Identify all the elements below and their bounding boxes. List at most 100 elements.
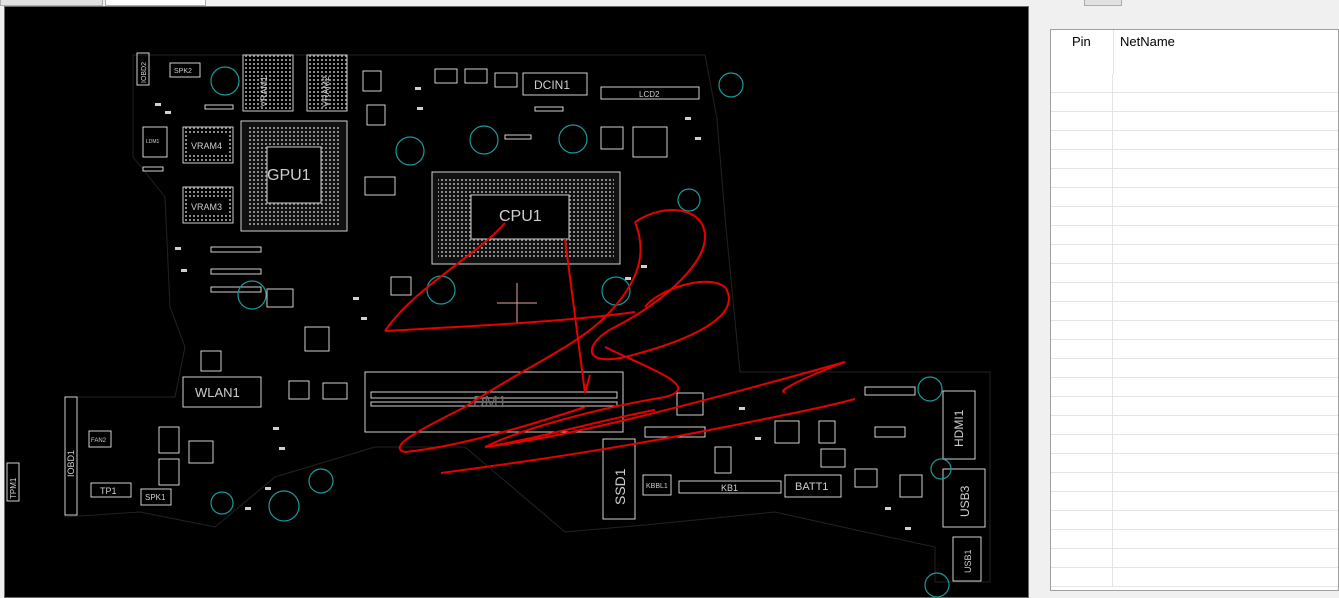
table-row[interactable] xyxy=(1051,359,1338,378)
batt-label: BATT1 xyxy=(795,481,828,493)
tp-label: TP1 xyxy=(100,486,117,496)
spk1-label: SPK1 xyxy=(145,493,166,502)
pin-cell[interactable] xyxy=(1051,150,1113,168)
net-panel: Pin NetName xyxy=(1038,0,1339,598)
table-row[interactable] xyxy=(1051,454,1338,473)
crosshair-cursor xyxy=(497,283,537,323)
vram1-label: VRAM1 xyxy=(259,76,269,107)
pin-cell[interactable] xyxy=(1051,226,1113,244)
table-row[interactable] xyxy=(1051,283,1338,302)
table-row[interactable] xyxy=(1051,511,1338,530)
pin-cell[interactable] xyxy=(1051,112,1113,130)
spk2-label: SPK2 xyxy=(174,68,192,75)
pin-cell[interactable] xyxy=(1051,207,1113,225)
table-row[interactable] xyxy=(1051,302,1338,321)
tab-net[interactable] xyxy=(1084,0,1122,6)
column-header-pin[interactable]: Pin xyxy=(1072,34,1091,49)
usb1-label: USB1 xyxy=(963,549,973,573)
pin-cell[interactable] xyxy=(1051,435,1113,453)
board-canvas[interactable]: GPU1 CPU1 VRAM4 VRAM3 VRAM1 VRAM2 xyxy=(5,7,1029,598)
table-row[interactable] xyxy=(1051,131,1338,150)
vram4-label: VRAM4 xyxy=(191,141,222,151)
kbbl-label: KBBL1 xyxy=(646,483,668,490)
table-row[interactable] xyxy=(1051,93,1338,112)
table-row[interactable] xyxy=(1051,207,1338,226)
tab-board-view[interactable] xyxy=(105,0,206,6)
table-row[interactable] xyxy=(1051,397,1338,416)
kb-label: KB1 xyxy=(721,483,738,493)
pin-cell[interactable] xyxy=(1051,93,1113,111)
table-row[interactable] xyxy=(1051,473,1338,492)
vram2-label: VRAM2 xyxy=(321,76,331,107)
gpu-component[interactable]: GPU1 xyxy=(240,120,348,232)
pin-cell[interactable] xyxy=(1051,549,1113,567)
pin-cell[interactable] xyxy=(1051,378,1113,396)
pin-cell[interactable] xyxy=(1051,397,1113,415)
table-row[interactable] xyxy=(1051,321,1338,340)
dcin-label: DCIN1 xyxy=(534,78,570,92)
table-row[interactable] xyxy=(1051,492,1338,511)
pin-cell[interactable] xyxy=(1051,340,1113,358)
table-row[interactable] xyxy=(1051,378,1338,397)
hdmi-label: HDMI1 xyxy=(952,409,966,447)
wlan-label: WLAN1 xyxy=(195,385,240,400)
table-row[interactable] xyxy=(1051,112,1338,131)
pin-cell[interactable] xyxy=(1051,302,1113,320)
fan-label: FAN2 xyxy=(91,438,107,444)
usb3-label: USB3 xyxy=(958,485,972,517)
pin-cell[interactable] xyxy=(1051,188,1113,206)
tpm-label: TPM1 xyxy=(9,477,18,499)
small-parts xyxy=(155,87,911,530)
table-row[interactable] xyxy=(1051,264,1338,283)
pin-cell[interactable] xyxy=(1051,511,1113,529)
pin-cell[interactable] xyxy=(1051,321,1113,339)
pin-cell[interactable] xyxy=(1051,264,1113,282)
pin-cell[interactable] xyxy=(1051,492,1113,510)
mounting-holes xyxy=(210,66,952,597)
component-clutter xyxy=(142,68,923,498)
lcd-label: LCD2 xyxy=(639,90,660,99)
gpu-label: GPU1 xyxy=(267,167,311,184)
column-divider[interactable] xyxy=(1113,30,1114,74)
vram-components: VRAM4 VRAM3 VRAM1 VRAM2 xyxy=(182,54,348,224)
vram3-label: VRAM3 xyxy=(191,202,222,212)
cpu-component[interactable]: CPU1 xyxy=(431,171,621,265)
pin-cell[interactable] xyxy=(1051,169,1113,187)
pin-cell[interactable] xyxy=(1051,568,1113,586)
wlan-component: WLAN1 xyxy=(182,376,262,408)
tab-left[interactable] xyxy=(0,0,103,6)
pin-cell[interactable] xyxy=(1051,530,1113,548)
pin-cell[interactable] xyxy=(1051,454,1113,472)
table-row[interactable] xyxy=(1051,74,1338,93)
table-row[interactable] xyxy=(1051,530,1338,549)
pin-cell[interactable] xyxy=(1051,131,1113,149)
pin-net-grid[interactable]: Pin NetName xyxy=(1050,29,1339,591)
dm1-slot: DM1 xyxy=(364,371,624,433)
pin-cell[interactable] xyxy=(1051,359,1113,377)
dm1-label: DM1 xyxy=(473,394,507,411)
table-row[interactable] xyxy=(1051,188,1338,207)
table-row[interactable] xyxy=(1051,416,1338,435)
table-row[interactable] xyxy=(1051,150,1338,169)
pin-cell[interactable] xyxy=(1051,74,1113,92)
pin-cell[interactable] xyxy=(1051,245,1113,263)
iobd2-label: IOBD2 xyxy=(141,62,148,83)
column-header-netname[interactable]: NetName xyxy=(1120,34,1175,49)
iobd-label: IOBD1 xyxy=(66,450,76,477)
table-row[interactable] xyxy=(1051,549,1338,568)
ldm1-label: LDM1 xyxy=(146,139,160,145)
pin-cell[interactable] xyxy=(1051,416,1113,434)
table-row[interactable] xyxy=(1051,169,1338,188)
tab-strip xyxy=(0,0,1339,6)
pin-cell[interactable] xyxy=(1051,283,1113,301)
red-scribble-annotation xyxy=(384,209,856,474)
ssd-label: SSD1 xyxy=(612,468,628,505)
pin-cell[interactable] xyxy=(1051,473,1113,491)
table-row[interactable] xyxy=(1051,340,1338,359)
table-row[interactable] xyxy=(1051,245,1338,264)
table-row[interactable] xyxy=(1051,435,1338,454)
table-row[interactable] xyxy=(1051,568,1338,587)
board-viewer[interactable]: GPU1 CPU1 VRAM4 VRAM3 VRAM1 VRAM2 xyxy=(4,6,1029,598)
cpu-label: CPU1 xyxy=(499,208,542,225)
table-row[interactable] xyxy=(1051,226,1338,245)
